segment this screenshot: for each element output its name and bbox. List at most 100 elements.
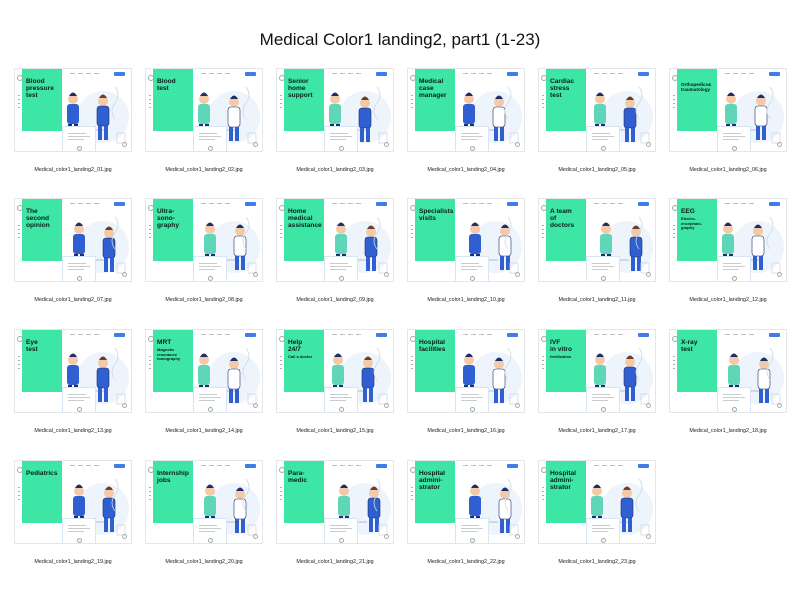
nav-link: [749, 334, 754, 335]
nav-link: [479, 334, 484, 335]
thumbnail-image[interactable]: Eye test: [14, 329, 132, 413]
thumbnail-image[interactable]: Home medical assistance: [276, 198, 394, 282]
thumbnail-heading: Ultra- sono- graphy: [157, 208, 179, 229]
accent-panel: [677, 69, 717, 131]
accent-panel: [22, 461, 62, 523]
thumbnail-image[interactable]: Ultra- sono- graphy: [145, 198, 263, 282]
accent-panel: [284, 199, 324, 261]
cta-button: [376, 72, 387, 76]
nav-link: [463, 334, 468, 335]
thumbnail-image[interactable]: Hospital admini- strator: [407, 460, 525, 544]
accent-panel: [677, 330, 717, 392]
nav-link: [209, 73, 214, 74]
text-card: [586, 256, 620, 281]
sidebar-line: [18, 368, 20, 369]
sidebar-line: [542, 107, 544, 108]
nav-links: [594, 203, 634, 205]
thumbnail-image[interactable]: Internship jobs: [145, 460, 263, 544]
thumbnail-image[interactable]: Pediatrics: [14, 460, 132, 544]
thumbnail-image[interactable]: A team of doctors: [538, 198, 656, 282]
thumbnail-image[interactable]: X-ray test: [669, 329, 787, 413]
sidebar-line: [280, 99, 282, 100]
thumbnail-image[interactable]: Cardiac stress test: [538, 68, 656, 152]
accent-panel: [546, 69, 586, 131]
thumbnail-image[interactable]: Hospital facilities: [407, 329, 525, 413]
text-line: [592, 397, 614, 398]
play-icon: [470, 146, 475, 151]
text-card: [455, 387, 489, 412]
thumbnail-filename: Medical_color1_landing2_13.jpg: [34, 428, 112, 434]
thumbnail-image[interactable]: Orthopedics& traumatology: [669, 68, 787, 152]
nav-links: [594, 465, 634, 467]
thumbnail-image[interactable]: Para- medic: [276, 460, 394, 544]
nav-link: [610, 334, 615, 335]
nav-link: [201, 465, 206, 466]
nav-link: [94, 465, 99, 466]
nav-link: [332, 465, 337, 466]
nav-link: [86, 465, 91, 466]
nav-link: [749, 203, 754, 204]
thumbnail-heading: Eye test: [26, 339, 38, 353]
logo-icon: [279, 467, 285, 473]
sidebar-line: [149, 107, 151, 108]
nav-link: [594, 465, 599, 466]
scroll-icon: [122, 534, 127, 539]
text-card: [193, 518, 227, 543]
nav-link: [78, 203, 83, 204]
scroll-icon: [253, 142, 258, 147]
text-line: [723, 139, 739, 140]
sidebar-line: [542, 487, 544, 488]
thumbnail-image[interactable]: Hospital admini- strator: [538, 460, 656, 544]
thumbnail-image[interactable]: Medical case manager: [407, 68, 525, 152]
text-line: [68, 525, 86, 526]
cta-button: [638, 72, 649, 76]
sidebar-line: [673, 360, 675, 361]
text-line: [592, 531, 608, 532]
scroll-icon: [253, 272, 258, 277]
cta-button: [507, 202, 518, 206]
nav-link: [487, 465, 492, 466]
sidebar-line: [673, 103, 675, 104]
nav-link: [348, 203, 353, 204]
sidebar-line: [411, 103, 413, 104]
text-line: [199, 139, 215, 140]
nav-link: [733, 73, 738, 74]
thumbnail-image[interactable]: Blood pressure test: [14, 68, 132, 152]
thumbnail-image[interactable]: Senior home support: [276, 68, 394, 152]
nav-link: [487, 203, 492, 204]
thumbnail-image[interactable]: The second opinion: [14, 198, 132, 282]
thumbnail-image[interactable]: Blood test: [145, 68, 263, 152]
thumbnail-heading: Cardiac stress test: [550, 78, 575, 99]
thumbnail-image[interactable]: Specialists visits: [407, 198, 525, 282]
text-line: [592, 266, 614, 267]
sidebar-line: [18, 103, 20, 104]
